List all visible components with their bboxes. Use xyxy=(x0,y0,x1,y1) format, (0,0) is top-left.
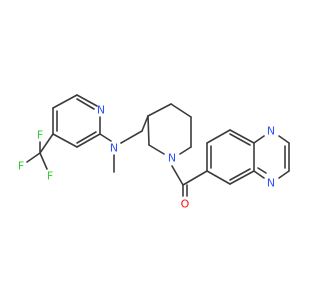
bond-qp-4 xyxy=(278,170,290,179)
atom-n-amine: N xyxy=(110,142,118,155)
bond-qb-3 xyxy=(229,129,255,144)
bond-pip-2 xyxy=(170,103,192,118)
bond-n-ch2 xyxy=(120,130,143,144)
bond-pyr-2 xyxy=(52,94,78,109)
bond-pip-4 xyxy=(179,146,192,155)
bond-qb-5 xyxy=(229,170,255,185)
atom-f-bottom: F xyxy=(47,170,53,183)
bond-pip-6 xyxy=(147,115,150,146)
bond-pyr-5-inner xyxy=(76,131,97,144)
bond-qp-2 xyxy=(278,135,290,144)
bond-qp-5-inner xyxy=(257,167,267,174)
atom-n-piperidine: N xyxy=(168,152,176,165)
bond-pyr-5 xyxy=(76,133,101,148)
bond-pyr-3 xyxy=(76,94,98,107)
bond-pyr-3-inner xyxy=(76,98,95,110)
bond-carbonyl-ring xyxy=(182,170,208,186)
bond-f-bottom xyxy=(39,152,48,170)
bond-pip-5 xyxy=(148,144,165,155)
atom-f-left: F xyxy=(18,160,24,173)
bond-qb-6 xyxy=(206,170,231,185)
bond-qp-1 xyxy=(253,135,265,144)
bond-ch2-pip xyxy=(141,115,149,132)
bond-qp-5 xyxy=(253,170,265,179)
molecule-structure: F F F N N N O N N xyxy=(18,94,290,211)
bond-f-left xyxy=(26,152,41,163)
atom-o-carbonyl: O xyxy=(181,198,190,211)
bond-cf3-ring xyxy=(39,133,54,154)
bond-qb-5-inner xyxy=(229,168,251,181)
atom-labels: F F F N N N O N N xyxy=(18,104,275,211)
bond-n-carbonyl xyxy=(171,165,184,186)
atom-n-pyridine: N xyxy=(97,104,105,117)
bond-qb-3-inner xyxy=(229,133,251,146)
atom-n-quinoxaline-bottom: N xyxy=(267,177,275,190)
bond-pyr-n-amine xyxy=(99,133,112,142)
bond-pyr-6 xyxy=(52,133,78,148)
atom-n-quinoxaline-top: N xyxy=(267,125,275,138)
bonds xyxy=(26,94,290,197)
bond-pip-1 xyxy=(147,103,172,117)
atom-f-top: F xyxy=(37,129,43,142)
bond-qb-2 xyxy=(206,129,231,144)
